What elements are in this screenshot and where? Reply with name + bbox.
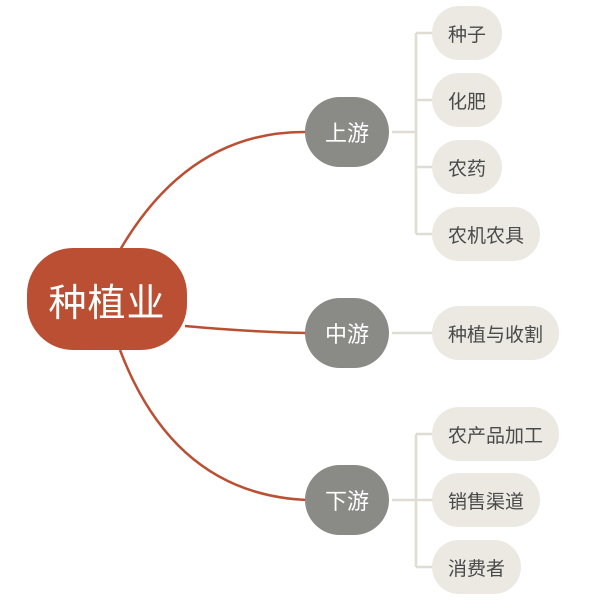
downstream-leaf-bracket xyxy=(392,432,432,569)
leaf-node-planting-harvest[interactable]: 种植与收割 xyxy=(432,306,560,360)
leaf-node-seeds[interactable]: 种子 xyxy=(432,6,503,60)
root-label: 种植业 xyxy=(48,280,166,325)
leaf-label: 销售渠道 xyxy=(448,490,525,513)
leaf-label: 消费者 xyxy=(448,557,506,580)
branch-label: 上游 xyxy=(324,122,369,147)
leaf-node-consumers[interactable]: 消费者 xyxy=(432,540,522,594)
branch-label: 中游 xyxy=(324,323,369,348)
leaf-node-farm-machinery[interactable]: 农机农具 xyxy=(432,207,541,261)
root-to-midstream-connector xyxy=(184,324,309,335)
leaf-node-fertilizer[interactable]: 化肥 xyxy=(432,73,503,127)
leaf-node-processing[interactable]: 农产品加工 xyxy=(432,407,560,461)
leaf-label: 农机农具 xyxy=(448,224,525,247)
root-node[interactable]: 种植业 xyxy=(27,248,187,350)
root-to-downstream-connector xyxy=(118,349,309,502)
root-to-upstream-connector xyxy=(118,130,309,251)
leaf-label: 农药 xyxy=(448,157,487,180)
branch-node-upstream[interactable]: 上游 xyxy=(305,97,389,167)
branch-node-midstream[interactable]: 中游 xyxy=(305,298,389,368)
branch-node-downstream[interactable]: 下游 xyxy=(305,465,389,535)
upstream-leaf-bracket xyxy=(392,31,432,236)
leaf-node-pesticide[interactable]: 农药 xyxy=(432,140,503,194)
leaf-label: 种子 xyxy=(448,23,487,46)
leaf-label: 化肥 xyxy=(448,90,487,113)
leaf-label: 农产品加工 xyxy=(448,424,544,447)
leaf-node-sales-channels[interactable]: 销售渠道 xyxy=(432,473,541,527)
leaf-label: 种植与收割 xyxy=(448,323,544,346)
branch-label: 下游 xyxy=(324,490,369,515)
